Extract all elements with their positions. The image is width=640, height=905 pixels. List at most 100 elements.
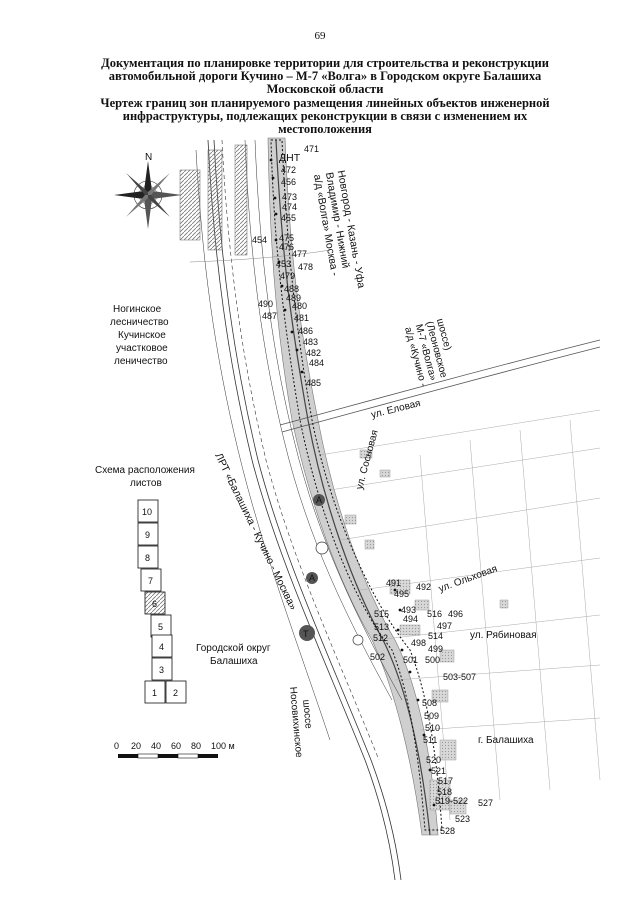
point-456: 456 [281,177,296,187]
point-493: 493 [401,605,416,615]
point-480: 480 [292,301,307,311]
point-500: 500 [425,655,440,665]
point-483: 483 [303,337,318,347]
sheet-scheme [137,499,187,704]
point-521: 521 [431,766,446,776]
point-510: 510 [425,723,440,733]
sheet-numbers: 10 9 8 7 6 5 4 3 1 2 [142,507,178,698]
drawing-subtitle: Чертеж границ зон планируемого размещени… [90,97,560,136]
forest-line-4: участковое [116,343,168,354]
point-509: 509 [424,711,439,721]
nosovikhinskoe-line-1: Носовихинское [287,686,304,758]
svg-text:T: T [303,629,309,639]
point-477: 477 [292,249,307,259]
point-471: 471 [304,144,319,154]
point-516: 516 [427,609,442,619]
forest-label: Ногинское лесничество Кучинское участков… [110,304,169,367]
point-486: 486 [298,326,313,336]
forest-line-2: лесничество [110,317,169,328]
nosovikhinskoe-line-2: шоссе [300,699,314,729]
point-475: 475 [279,233,294,243]
svg-text:A: A [309,573,315,583]
forest-blocks [179,144,248,256]
point-490: 490 [258,299,273,309]
sheet-10: 10 [142,507,152,517]
scale-tick-40: 40 [151,741,161,751]
district-label-1: Городской округ [196,643,271,654]
point-527: 527 [478,798,493,808]
leonovskoe-highway [279,339,601,426]
point-503-507: 503-507 [443,672,476,682]
title-line-1: Документация по планировке территории дл… [101,56,549,70]
sheet-1: 1 [152,688,157,698]
point-453: 453 [276,259,291,269]
point-478: 478 [298,262,313,272]
point-511: 511 [423,735,437,745]
point-479: 479 [280,271,295,281]
sheet-7: 7 [148,576,153,586]
town-grid [319,409,601,821]
point-523: 523 [455,814,470,824]
sheet-scheme-title-2: листов [130,478,162,489]
forest-line-3: Кучинское [118,330,166,341]
road-volga-label: а/д «Волга» Москва - Владимир - Нижний Н… [311,169,367,289]
point-499: 499 [428,644,443,654]
street-sosnovaya-label: ул. Сосновая [354,429,380,491]
sheet-4: 4 [159,642,164,652]
title-line-3: Московской области [266,82,384,96]
street-ryabinovaya-label: ул. Рябиновая [470,629,537,641]
scale-tick-20: 20 [131,741,141,751]
point-487: 487 [262,311,277,321]
sheet-5: 5 [158,622,163,632]
railway-label: ЛРТ «Балашиха - Кучино - Москва» [212,451,299,612]
nosovikhinskoe-label: Носовихинское шоссе [287,686,314,758]
sheet-2: 2 [173,688,178,698]
street-olhovaya-label: ул. Ольховая [437,563,499,594]
forest-line-5: леничество [114,356,168,367]
road-kuchino-label: а/д «Кучино - М-7 «Волга» (Леоновское шо… [402,317,453,388]
point-512: 512 [373,633,388,643]
subtitle-line-2: инфраструктуры, подлежащих реконструкции… [122,109,528,136]
compass-rose [114,161,182,229]
point-496: 496 [448,609,463,619]
point-472: 472 [281,165,296,175]
compass-north-label: N [145,152,152,163]
point-473: 473 [282,192,297,202]
dnt-label: ДНТ [279,152,301,164]
scale-bar [118,753,218,759]
scale-tick-0: 0 [114,741,119,751]
sheet-8: 8 [145,553,150,563]
city-label: г. Балашиха [478,735,534,746]
scale-tick-100: 100 м [211,741,235,751]
forest-line-1: Ногинское [113,304,162,315]
point-491: 491 [386,578,401,588]
point-517: 517 [438,776,453,786]
sheet-3: 3 [159,665,164,675]
point-474: 474 [282,202,297,212]
document-title: Документация по планировке территории дл… [90,57,560,96]
scale-bar-ticks: 0 20 40 60 80 100 м [114,741,235,751]
point-484: 484 [309,358,324,368]
leonovskoe-highway-2 [281,346,601,433]
railway-lines [195,139,403,881]
point-482: 482 [306,348,321,358]
point-515: 515 [374,609,389,619]
sheet-scheme-title-1: Схема расположения [95,465,195,476]
title-line-2: автомобильной дороги Кучино – М-7 «Волга… [108,69,542,83]
city-boundary-line [189,249,331,263]
point-476: 476 [279,242,294,252]
transport-symbols: A A T [299,494,364,646]
svg-text:A: A [316,495,322,505]
point-528: 528 [440,826,455,836]
point-508: 508 [422,698,437,708]
point-497: 497 [437,621,452,631]
point-454: 454 [252,235,267,245]
point-519-522: 519-522 [435,796,468,806]
scale-tick-60: 60 [171,741,181,751]
sheet-9: 9 [145,530,150,540]
point-455: 455 [281,213,296,223]
point-514: 514 [428,631,443,641]
district-label-2: Балашиха [210,656,258,667]
road-centerline [275,139,431,836]
